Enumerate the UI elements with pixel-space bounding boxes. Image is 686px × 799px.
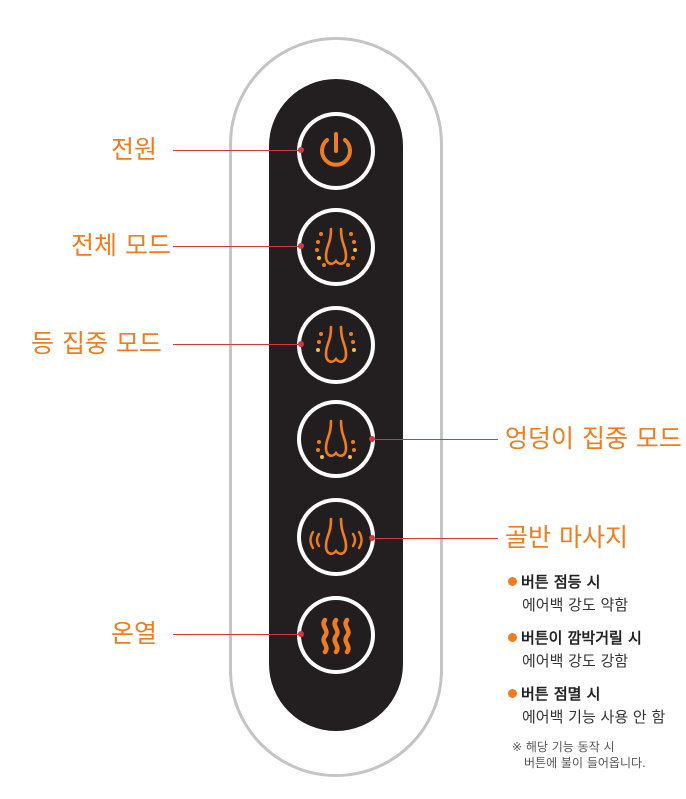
legend-head-text: 버튼 점멸 시 [521,685,601,703]
leader-back-mode [173,344,299,345]
legend-desc-3: 에어백 기능 사용 안 함 [522,708,666,726]
leader-heat [173,634,299,635]
legend-head-text: 버튼이 깜박거릴 시 [521,629,642,647]
label-hip-mode: 엉덩이 집중 모드 [505,424,682,453]
label-power: 전원 [111,135,158,164]
heat-icon [321,617,351,655]
label-full-mode: 전체 모드 [71,231,171,260]
full-mode-button[interactable] [297,208,375,286]
back-focus-icon [316,325,356,364]
leader-dot-back-mode [298,341,304,347]
back-focus-button[interactable] [297,306,375,384]
legend-desc-1: 에어백 강도 약함 [522,596,629,614]
pelvis-massage-button[interactable] [297,498,375,576]
hip-focus-icon [316,419,356,459]
note-line-2: 버튼에 불이 들어옵니다. [524,756,646,770]
power-button[interactable] [297,112,375,190]
leader-dot-power [298,147,304,153]
heat-button[interactable] [297,596,375,674]
legend-desc-2: 에어백 강도 강함 [522,652,629,670]
leader-dot-full-mode [298,243,304,249]
power-icon [320,132,352,167]
legend-bullet-icon [508,577,517,586]
legend-head-1: 버튼 점등 시 [508,571,600,592]
full-body-icon [315,227,357,267]
leader-dot-heat [298,631,304,637]
label-pelvis-massage: 골반 마사지 [505,523,628,552]
pelvis-massage-icon [309,517,363,556]
legend-head-text: 버튼 점등 시 [521,573,601,591]
label-back-mode: 등 집중 모드 [31,329,162,358]
note-line-1: ※ 해당 기능 동작 시 [512,740,615,754]
leader-power [173,150,299,151]
legend-bullet-icon [508,633,517,642]
legend-head-2: 버튼이 깜박거릴 시 [508,627,642,648]
label-heat: 온열 [111,619,158,648]
legend-bullet-icon [508,689,517,698]
hip-focus-button[interactable] [297,400,375,478]
leader-pelvis [372,538,498,539]
leader-hip-mode [372,439,498,440]
legend-head-3: 버튼 점멸 시 [508,683,600,704]
leader-full-mode [173,246,299,247]
